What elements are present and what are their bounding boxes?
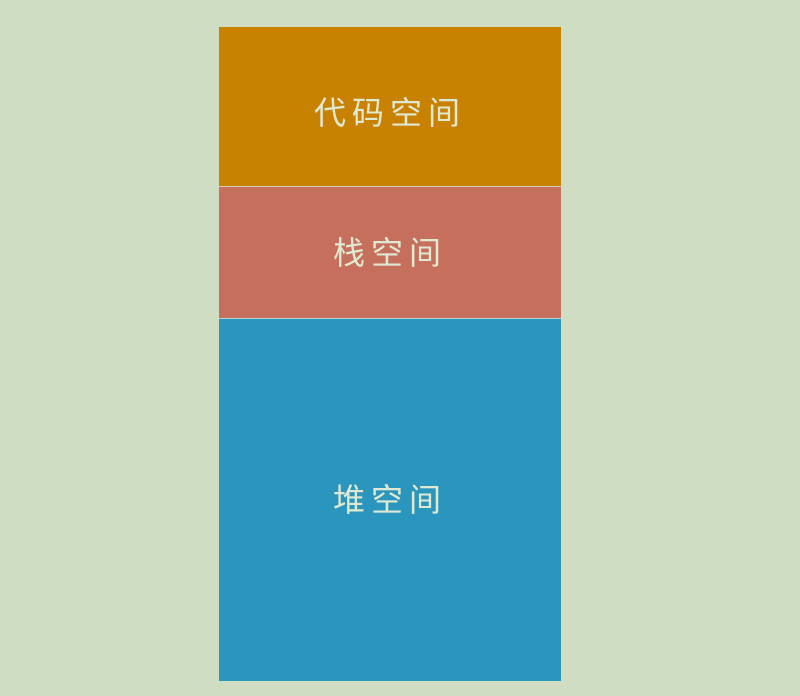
stack-space-label: 栈空间 bbox=[332, 233, 447, 272]
memory-layout-diagram: 代码空间 栈空间 堆空间 bbox=[219, 27, 561, 681]
stack-space-segment: 栈空间 bbox=[219, 186, 561, 318]
heap-space-label: 堆空间 bbox=[332, 481, 447, 519]
heap-space-segment: 堆空间 bbox=[219, 318, 561, 681]
code-space-segment: 代码空间 bbox=[219, 27, 561, 186]
code-space-label: 代码空间 bbox=[313, 93, 466, 132]
